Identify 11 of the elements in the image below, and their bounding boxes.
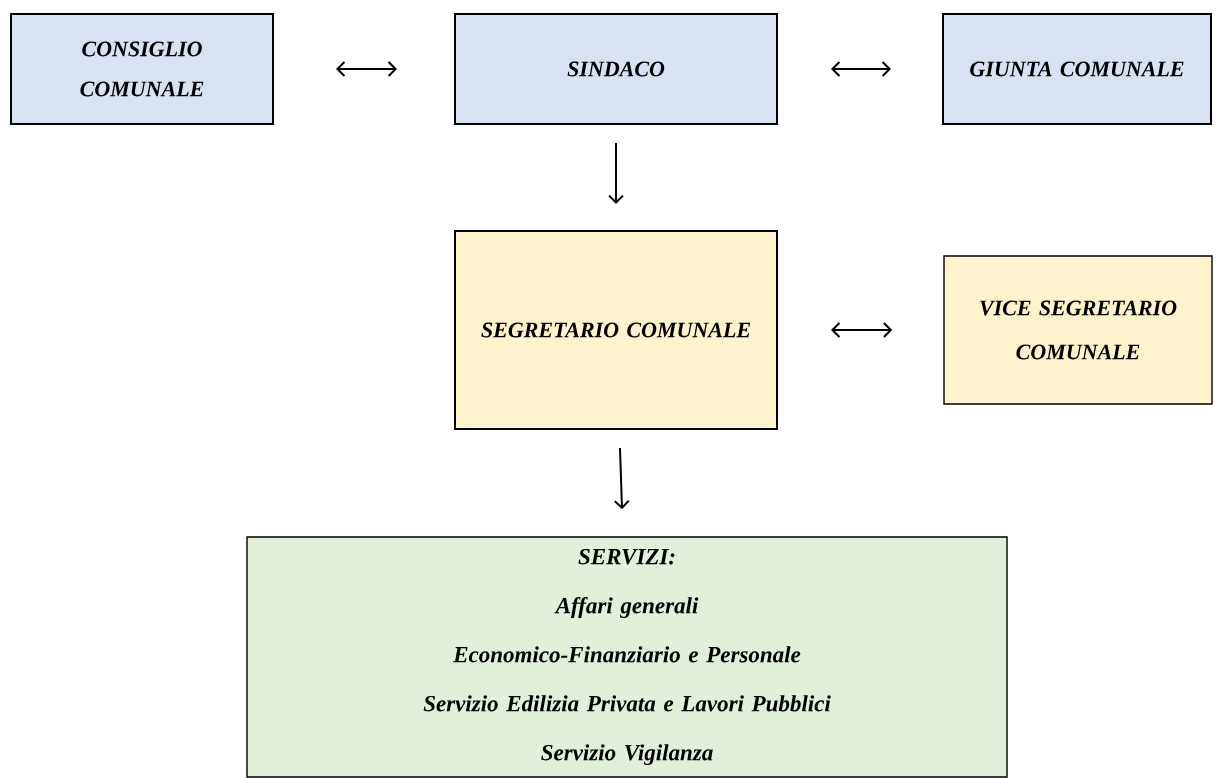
arrow xyxy=(613,447,630,510)
office-box: SEGRETARIO COMUNALE xyxy=(454,230,778,430)
office-box: VICE SEGRETARIO COMUNALE xyxy=(943,255,1213,405)
office-box: GIUNTA COMUNALE xyxy=(942,13,1212,125)
office-box: CONSIGLIO COMUNALE xyxy=(10,13,274,125)
arrow xyxy=(608,142,624,204)
arrow xyxy=(831,322,893,338)
services-box: SERVIZI: Affari generali Economico-Finanziario e Personale Servizio Edilizia Privata e Lavori Pubblici Servizio Vigilanza xyxy=(246,536,1008,778)
arrow xyxy=(336,61,397,77)
office-box: SINDACO xyxy=(454,13,778,125)
arrow xyxy=(831,61,891,77)
